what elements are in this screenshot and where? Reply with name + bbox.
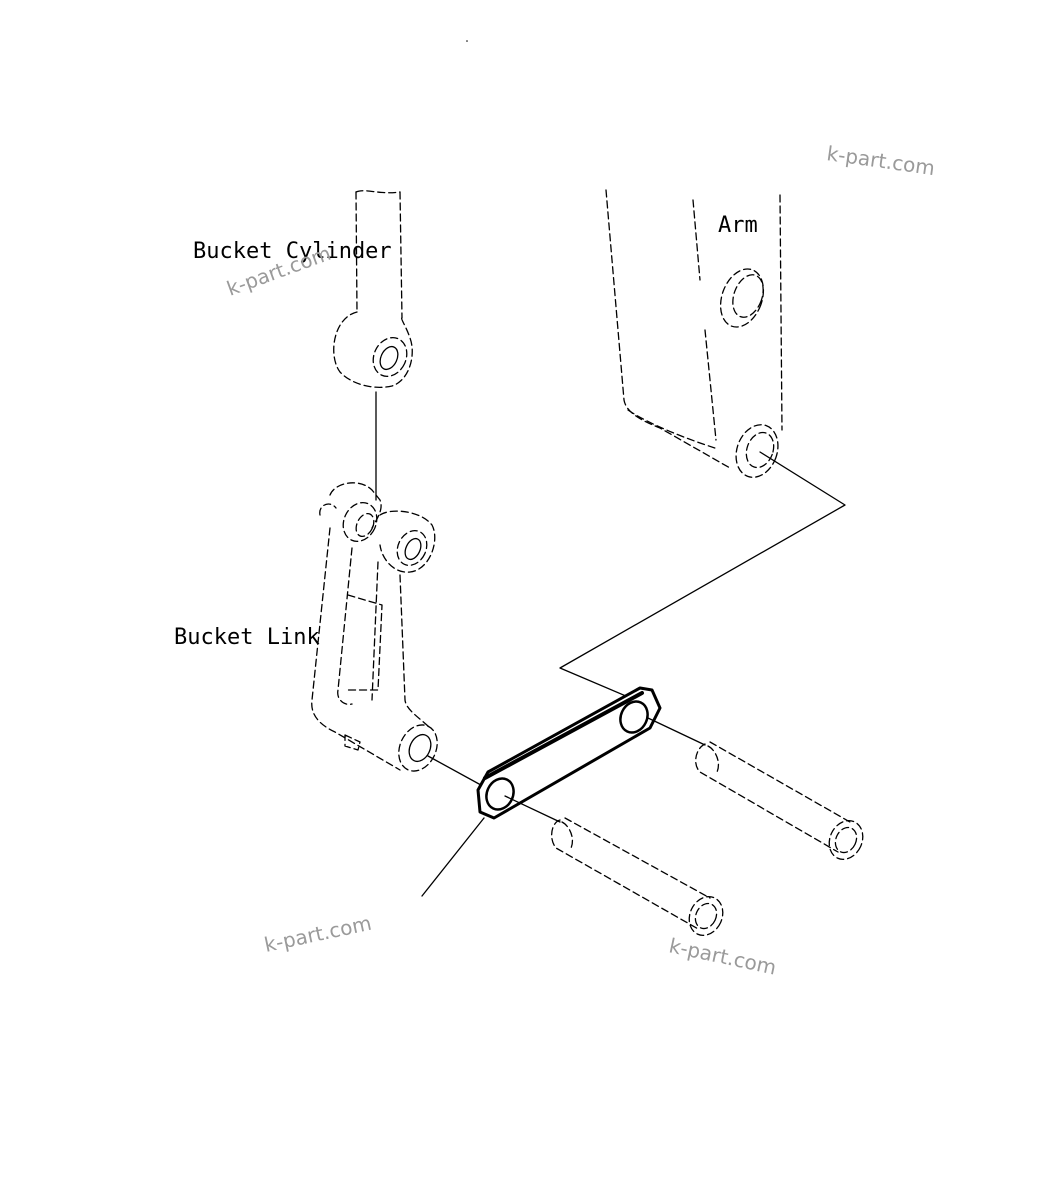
arm-part (605, 189, 783, 478)
watermark-text: k-part.com (825, 141, 936, 180)
watermark-text: k-part.com (262, 911, 374, 957)
bucket-link-part (311, 482, 438, 772)
upper-pin-part (647, 717, 864, 860)
bucket-cylinder-label: Bucket Cylinder (193, 239, 392, 264)
lower-pin-part (504, 795, 724, 936)
bucket-cylinder-part (333, 190, 413, 388)
plate-callout-leader (421, 817, 485, 897)
speck-dot (466, 40, 468, 42)
bucket-link-label: Bucket Link (174, 625, 320, 650)
arm-to-plate-leader (559, 451, 846, 703)
arm-label: Arm (718, 213, 758, 238)
link-plate-part (476, 686, 662, 820)
watermark-text: k-part.com (667, 933, 779, 979)
